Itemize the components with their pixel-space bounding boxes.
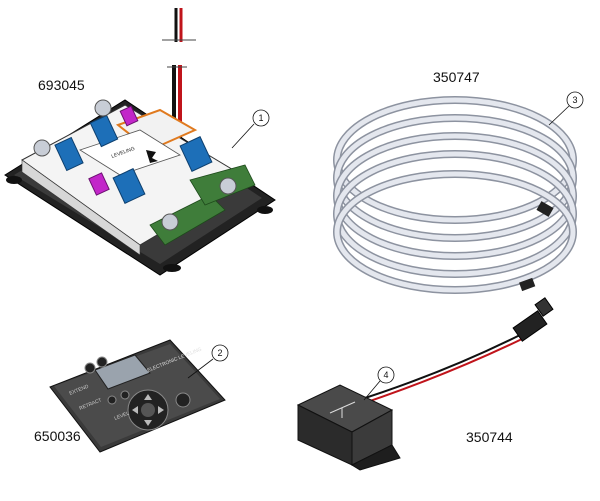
keypad-power-button	[175, 392, 191, 408]
keypad-button-4	[107, 395, 117, 405]
callout-2: 2	[187, 344, 229, 379]
callout-1-number: 1	[258, 113, 263, 123]
part-number-350744: 350744	[466, 429, 513, 445]
keypad-650036: ELECTRONIC LEVELING EXTEND RETRACT LEVEL	[49, 339, 226, 453]
blue-connector-2	[89, 114, 119, 148]
standoff-3	[161, 213, 179, 231]
callout-3: 3	[548, 91, 584, 126]
callout-4: 4	[363, 366, 395, 401]
magenta-connector-1	[88, 172, 110, 196]
sensor-350744	[296, 297, 554, 471]
keypad-button-2	[84, 362, 96, 374]
part-number-350747: 350747	[433, 69, 480, 85]
blue-connector-4	[179, 135, 213, 173]
keypad-button-3	[120, 390, 130, 400]
blue-connector-1	[54, 136, 84, 172]
coil-connector-1	[536, 201, 554, 217]
callout-1: 1	[231, 109, 270, 149]
part-number-693045: 693045	[38, 77, 85, 93]
blue-connector-3	[112, 167, 146, 205]
coiled-cable-350747	[333, 96, 577, 294]
sensor-connector	[512, 297, 554, 342]
magenta-connector-2	[119, 105, 139, 127]
standoff-2	[94, 99, 112, 117]
coil-connector-2	[519, 277, 536, 292]
keypad-button-1	[96, 356, 108, 368]
control-module-693045: LEVELING	[4, 8, 276, 276]
part-number-650036: 650036	[34, 428, 81, 444]
callout-4-number: 4	[383, 370, 388, 380]
keypad-display	[94, 354, 151, 390]
standoff-4	[219, 177, 237, 195]
standoff-1	[33, 139, 51, 157]
callout-2-number: 2	[217, 348, 222, 358]
callout-3-number: 3	[572, 95, 577, 105]
keypad-dpad	[127, 389, 169, 431]
keypad-button-label-level: LEVEL	[114, 410, 131, 421]
